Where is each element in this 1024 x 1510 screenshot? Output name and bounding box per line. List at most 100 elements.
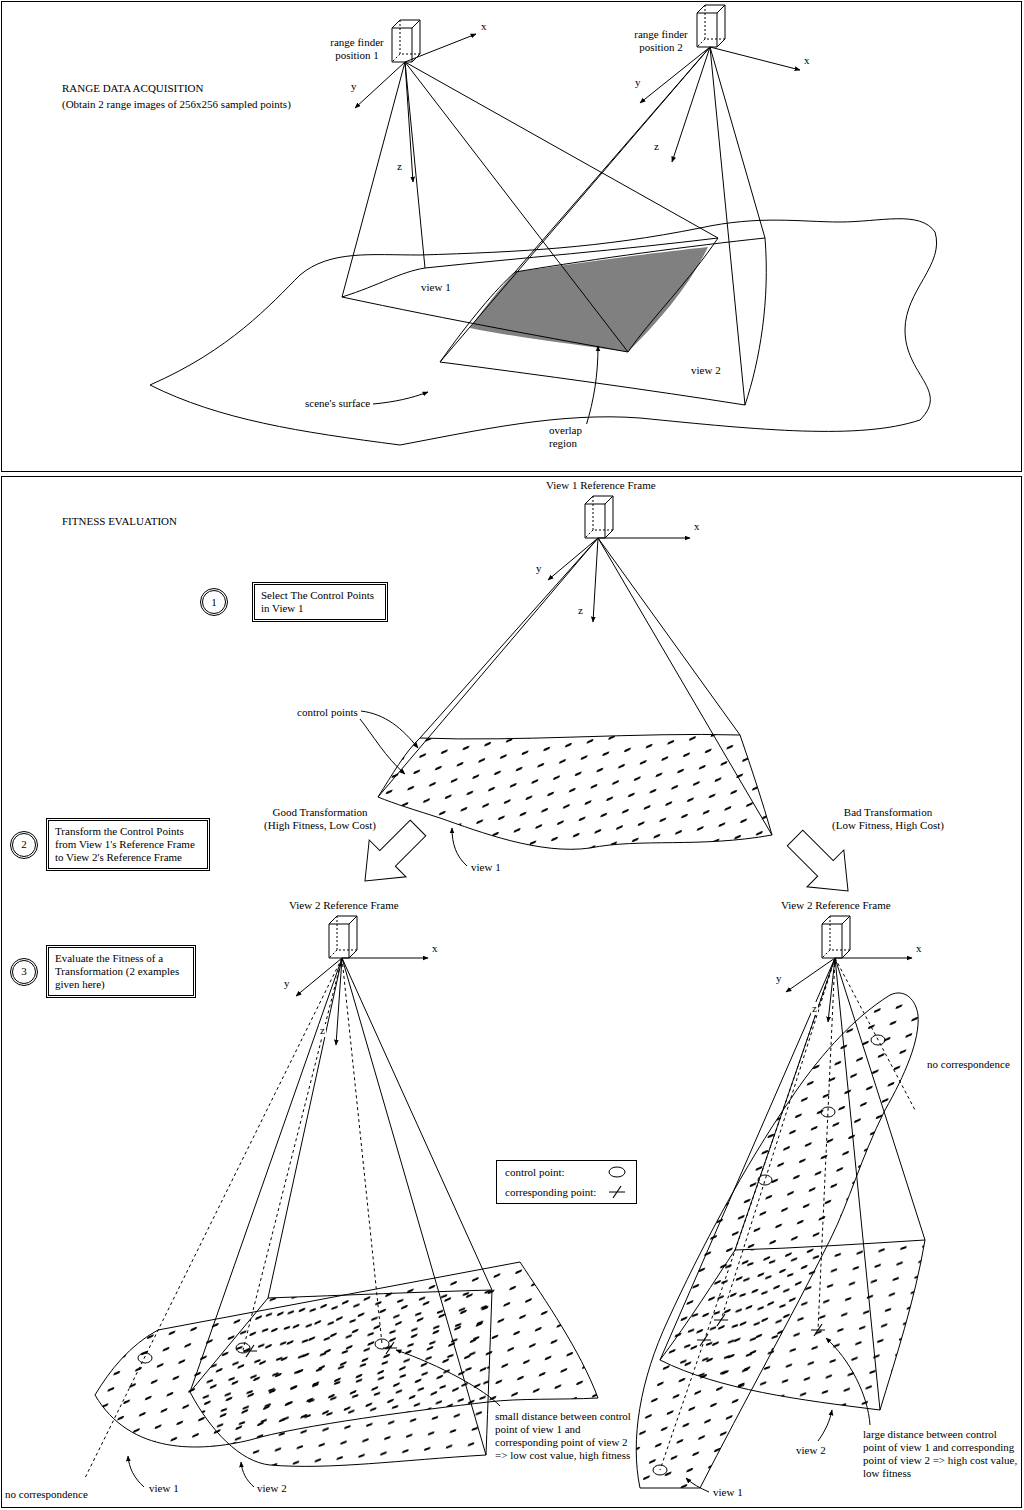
axis-label: z [653,140,660,153]
axis-arrow [405,34,476,62]
axis-label: z [319,1024,326,1037]
panel-frame: RANGE DATA ACQUISITION (Obtain 2 range im… [1,1,1022,472]
view-frustum [378,538,772,835]
outline-arrow [777,820,867,910]
step-text: Evaluate the Fitness of a Transformation… [55,952,187,991]
leader-line [128,1456,144,1487]
view-label: view 2 [256,1482,288,1495]
axis-arrow [342,958,428,959]
note-label: no correspondence [926,1058,1011,1071]
view-surface [636,993,918,1488]
view-surface [660,1240,925,1410]
frame-label: View 1 Reference Frame [545,479,657,492]
leader-line [373,392,428,404]
step-number: 2 [10,831,38,859]
corresponding-point [811,1324,825,1336]
axis-label: y [634,76,642,89]
range-finder [697,5,725,47]
view-frustum [342,62,718,352]
region-label: overlap region [548,424,594,450]
leader-line [826,1338,870,1425]
view-label: view 1 [712,1486,744,1499]
axis-label: z [577,604,584,617]
acquisition-illustration [150,5,937,445]
step-text: Transform the Control Points from View 1… [55,825,201,864]
leader-line [818,1410,832,1441]
view-frustum [660,958,925,1410]
step-box: Evaluate the Fitness of a Transformation… [46,945,196,998]
corresponding-point [697,1334,711,1346]
axis-label: y [283,977,291,990]
step-box: Select The Control Points in View 1 [252,582,388,622]
scene-surface [150,219,937,445]
panel-heading: (Obtain 2 range images of 256x256 sample… [62,98,291,111]
axis-arrow [640,47,710,103]
leader-line [586,346,598,426]
view-footprint [440,238,766,405]
leader-line [360,719,405,774]
axis-arrow [355,62,405,108]
control-point [821,1107,835,1117]
legend-sample [606,1185,628,1199]
panel-heading: RANGE DATA ACQUISITION [62,82,204,95]
legend-row: corresponding point: [505,1185,628,1199]
control-point [871,1035,885,1045]
control-point [653,1465,667,1475]
control-point [758,1175,772,1185]
device-label: range finder position 2 [630,28,692,54]
surface-label: scene's surface [304,397,371,410]
range-finder [585,496,613,538]
view-surface [378,734,772,849]
axis-arrow [828,958,835,1022]
step-number-text: 1 [211,596,217,609]
legend-box: control point: corresponding point: [496,1160,637,1204]
device-label: range finder position 1 [326,36,388,62]
axis-label: x [803,54,811,67]
view-frustum [440,47,765,405]
corresponding-point [243,1345,257,1357]
projection-ray [85,958,382,1478]
view-label: view 2 [795,1444,827,1457]
leader-line [396,1350,500,1406]
range-finder [329,916,357,958]
overlap-region [470,247,708,352]
step-number-text: 3 [21,965,27,978]
view-frustum [190,958,492,1455]
legend-text: corresponding point: [505,1186,596,1199]
projection-ray [660,958,915,1470]
step-number: 3 [10,958,38,986]
axis-arrow [786,958,835,992]
step-number-text: 2 [21,838,27,851]
axis-arrow [336,958,342,1045]
legend-sample [606,1165,628,1179]
axis-arrow [405,62,413,182]
corresponding-point [383,1342,397,1354]
axis-label: z [396,160,403,173]
leader-line [361,711,418,748]
axis-arrow [296,958,342,996]
frame-label: View 2 Reference Frame [288,899,400,912]
axis-label: y [350,80,358,93]
leader-line [241,1462,254,1487]
corresponding-point [714,1314,728,1326]
outcome-label: Good Transformation (High Fitness, Low C… [262,806,378,832]
view-label: view 1 [420,281,452,294]
axis-label: x [480,20,488,33]
legend-row: control point: [505,1165,628,1179]
axis-label: y [775,972,783,985]
axis-label: x [693,520,701,533]
outcome-label: Bad Transformation (Low Fitness, High Co… [830,806,946,832]
note-label: large distance between control point of … [862,1428,1020,1480]
control-point [138,1353,152,1363]
note-label: no correspondence [4,1488,89,1501]
fitness-illustration [85,496,925,1492]
view-label: view 1 [148,1482,180,1495]
axis-label: z [811,1002,818,1015]
leader-line [452,828,467,866]
range-finder [822,916,850,958]
legend-symbol [609,1186,625,1198]
legend-symbol [609,1167,625,1177]
axis-label: y [535,562,543,575]
step-text: Select The Control Points in View 1 [261,589,379,615]
